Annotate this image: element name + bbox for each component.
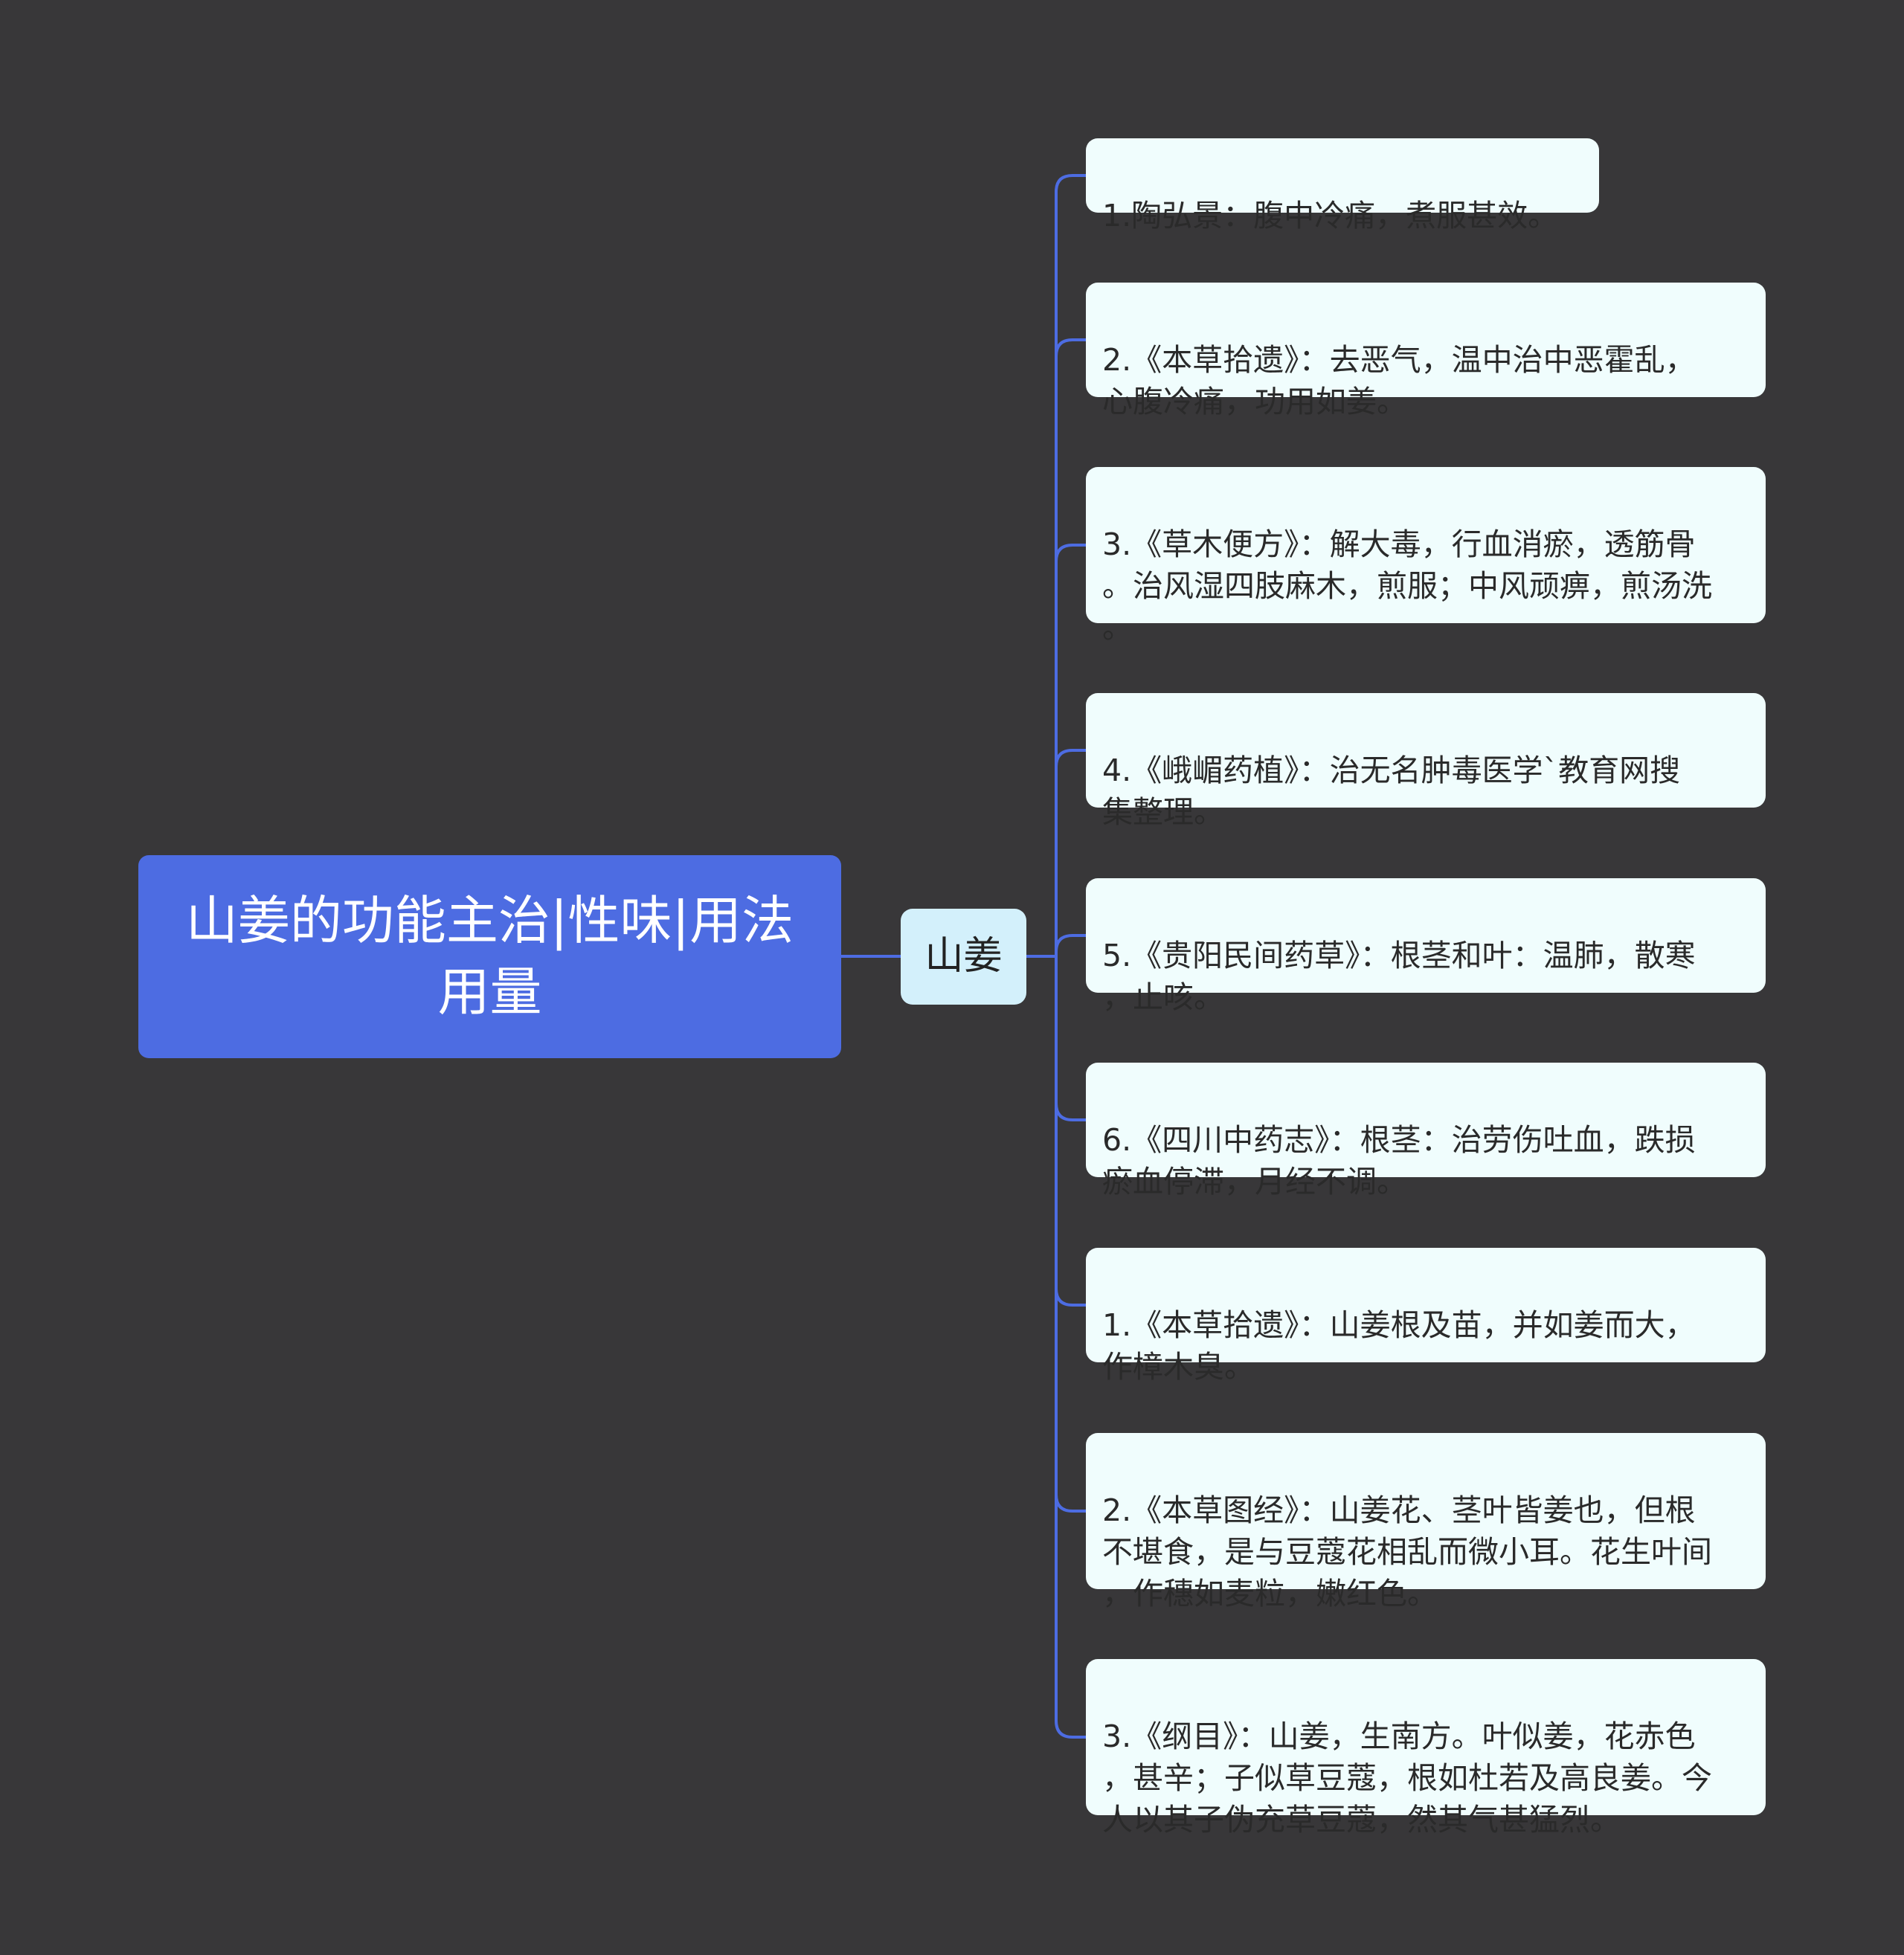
leaf-connector-3 (1055, 544, 1086, 956)
root-topic-title: 山姜的功能主治|性味|用法用量 (185, 890, 794, 1022)
leaf-topic-text: 3.《草木便方》：解大毒，行血消瘀，透筋骨 。治风湿四肢麻木，煎服；中风顽痹，煎… (1102, 526, 1712, 645)
leaf-connector-6 (1055, 956, 1086, 1121)
leaf-connector-1 (1055, 174, 1086, 956)
leaf-topic-8[interactable]: 2.《本草图经》：山姜花、茎叶皆姜也，但根 不堪食，是与豆蔻花相乱而微小耳。花生… (1086, 1433, 1766, 1611)
root-topic[interactable]: 山姜的功能主治|性味|用法用量 (138, 855, 841, 1058)
leaf-topic-4[interactable]: 4.《峨嵋药植》：治无名肿毒医学`教育网搜 集整理。 (1086, 693, 1766, 830)
branch-topic[interactable]: 山姜 (901, 909, 1026, 1005)
leaf-topic-text: 3.《纲目》：山姜，生南方。叶似姜，花赤色 ，甚辛；子似草豆蔻，根如杜若及高良姜… (1102, 1719, 1712, 1838)
leaf-connectors (1055, 174, 1086, 1739)
leaf-topic-text: 2.《本草图经》：山姜花、茎叶皆姜也，但根 不堪食，是与豆蔻花相乱而微小耳。花生… (1102, 1492, 1712, 1611)
leaf-topic-text: 6.《四川中药志》：根茎：治劳伤吐血，跌损 瘀血停滞，月经不调。 (1102, 1122, 1696, 1199)
leaf-connector-8 (1055, 956, 1086, 1513)
leaf-connector-7 (1055, 956, 1086, 1307)
leaf-topic-text: 5.《贵阳民间药草》：根茎和叶：温肺，散寒 ，止咳。 (1102, 938, 1696, 1015)
leaf-topic-text: 1.《本草拾遗》：山姜根及苗，并如姜而大， 作樟木臭。 (1102, 1307, 1696, 1385)
leaf-topic-6[interactable]: 6.《四川中药志》：根茎：治劳伤吐血，跌损 瘀血停滞，月经不调。 (1086, 1063, 1766, 1199)
leaf-topic-text: 1.陶弘景：腹中冷痛，煮服甚效。 (1102, 198, 1559, 233)
leaf-connector-2 (1055, 338, 1086, 956)
leaf-connector-9 (1055, 956, 1086, 1739)
leaf-topic-text: 4.《峨嵋药植》：治无名肿毒医学`教育网搜 集整理。 (1102, 753, 1681, 830)
leaf-connector-5 (1055, 934, 1086, 956)
branch-topic-label: 山姜 (924, 934, 1003, 979)
leaf-topic-1[interactable]: 1.陶弘景：腹中冷痛，煮服甚效。 (1086, 138, 1599, 233)
leaf-topic-5[interactable]: 5.《贵阳民间药草》：根茎和叶：温肺，散寒 ，止咳。 (1086, 878, 1766, 1015)
leaf-topic-3[interactable]: 3.《草木便方》：解大毒，行血消瘀，透筋骨 。治风湿四肢麻木，煎服；中风顽痹，煎… (1086, 467, 1766, 645)
leaf-topic-text: 2.《本草拾遗》：去恶气，温中治中恶霍乱， 心腹冷痛，功用如姜。 (1102, 342, 1696, 419)
leaf-topic-9[interactable]: 3.《纲目》：山姜，生南方。叶似姜，花赤色 ，甚辛；子似草豆蔻，根如杜若及高良姜… (1086, 1659, 1766, 1838)
leaf-connector-4 (1055, 749, 1086, 956)
leaf-topic-2[interactable]: 2.《本草拾遗》：去恶气，温中治中恶霍乱， 心腹冷痛，功用如姜。 (1086, 283, 1766, 419)
leaf-topic-7[interactable]: 1.《本草拾遗》：山姜根及苗，并如姜而大， 作樟木臭。 (1086, 1248, 1766, 1385)
